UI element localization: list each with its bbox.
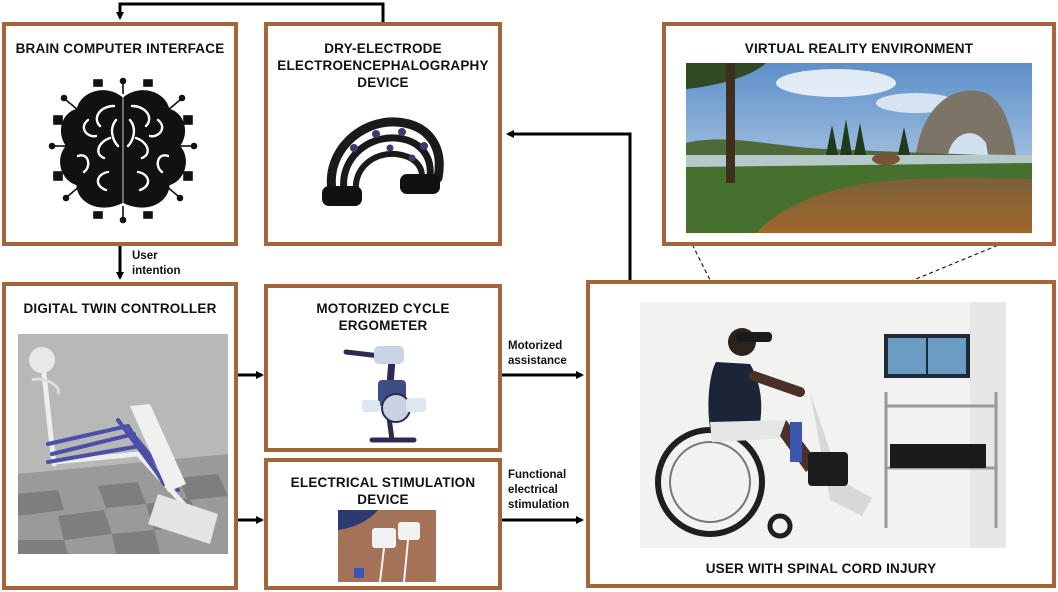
label-line: Functional — [508, 469, 567, 481]
panel-title-line-3: DEVICE — [357, 75, 409, 90]
brain-circuit-icon — [48, 77, 198, 224]
stimulation-electrodes-image — [338, 510, 436, 582]
label-functional-electrical-stimulation: Functional electrical stimulation — [508, 468, 569, 513]
panel-title-line-2: ELECTROENCEPHALOGRAPHY — [277, 58, 489, 73]
panel-title: VIRTUAL REALITY ENVIRONMENT — [744, 41, 974, 56]
panel-title-line-1: ELECTRICAL STIMULATION — [290, 475, 476, 490]
panel-title-line-2: DEVICE — [357, 492, 409, 507]
panel-title-line-2: ERGOMETER — [338, 318, 428, 333]
panel-user-with-spinal-cord-injury: USER WITH SPINAL CORD INJURY — [586, 280, 1056, 588]
musculoskeletal-model-image — [18, 334, 228, 554]
panel-title: USER WITH SPINAL CORD INJURY — [705, 561, 937, 576]
panel-title-line-1: DRY-ELECTRODE — [324, 41, 442, 56]
cycle-ergometer-image — [343, 346, 426, 443]
panel-title: BRAIN COMPUTER INTERFACE — [15, 41, 225, 56]
panel-title: DIGITAL TWIN CONTROLLER — [23, 301, 217, 316]
label-line: intention — [132, 265, 181, 277]
label-line: assistance — [508, 355, 567, 367]
panel-dry-electrode-eeg-device: DRY-ELECTRODE ELECTROENCEPHALOGRAPHY DEV… — [264, 22, 502, 246]
arrow-user-to-eeg — [506, 130, 632, 280]
panel-brain-computer-interface: BRAIN COMPUTER INTERFACE — [2, 22, 238, 246]
label-line: electrical — [508, 484, 558, 496]
panel-motorized-cycle-ergometer: MOTORIZED CYCLE ERGOMETER — [264, 284, 502, 452]
label-line: User — [132, 250, 158, 262]
arrow-eeg-to-bci — [116, 2, 385, 24]
eeg-headset-image — [322, 117, 444, 206]
panel-virtual-reality-environment: VIRTUAL REALITY ENVIRONMENT — [662, 22, 1056, 246]
user-cycling-photo — [640, 302, 1006, 548]
panel-title-line-1: MOTORIZED CYCLE — [316, 301, 450, 316]
label-line: stimulation — [508, 499, 570, 511]
vr-scene-image — [686, 63, 1032, 233]
panel-electrical-stimulation-device: ELECTRICAL STIMULATION DEVICE — [264, 458, 502, 590]
label-user-intention: User intention — [132, 249, 181, 279]
panel-digital-twin-controller: DIGITAL TWIN CONTROLLER — [2, 282, 238, 590]
label-motorized-assistance: Motorized assistance — [508, 339, 567, 369]
label-line: Motorized — [508, 340, 563, 352]
